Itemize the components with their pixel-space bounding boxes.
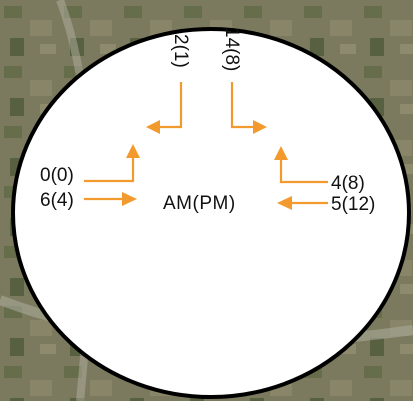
count-label-east-lower: 5(12) — [331, 194, 375, 215]
arrowhead — [146, 120, 160, 134]
center-label: AM(PM) — [163, 193, 236, 214]
arrowhead — [277, 196, 292, 210]
arrowhead — [126, 144, 140, 158]
arrowhead — [274, 146, 288, 160]
arrow-north-left-turn — [158, 82, 183, 129]
count-label-north-right: 14(8) — [221, 27, 242, 71]
arrowhead — [122, 192, 137, 206]
intersection-circle — [11, 27, 411, 399]
arrow-east-right-turn — [279, 158, 328, 184]
count-label-east-upper: 4(8) — [331, 173, 365, 194]
arrow-west-left-turn — [84, 156, 135, 183]
count-label-west-upper: 0(0) — [40, 165, 74, 186]
arrowhead — [253, 120, 267, 134]
count-label-west-lower: 6(4) — [40, 190, 74, 211]
count-label-north-left: 2(1) — [170, 34, 191, 68]
arrow-north-right-turn — [230, 82, 255, 129]
